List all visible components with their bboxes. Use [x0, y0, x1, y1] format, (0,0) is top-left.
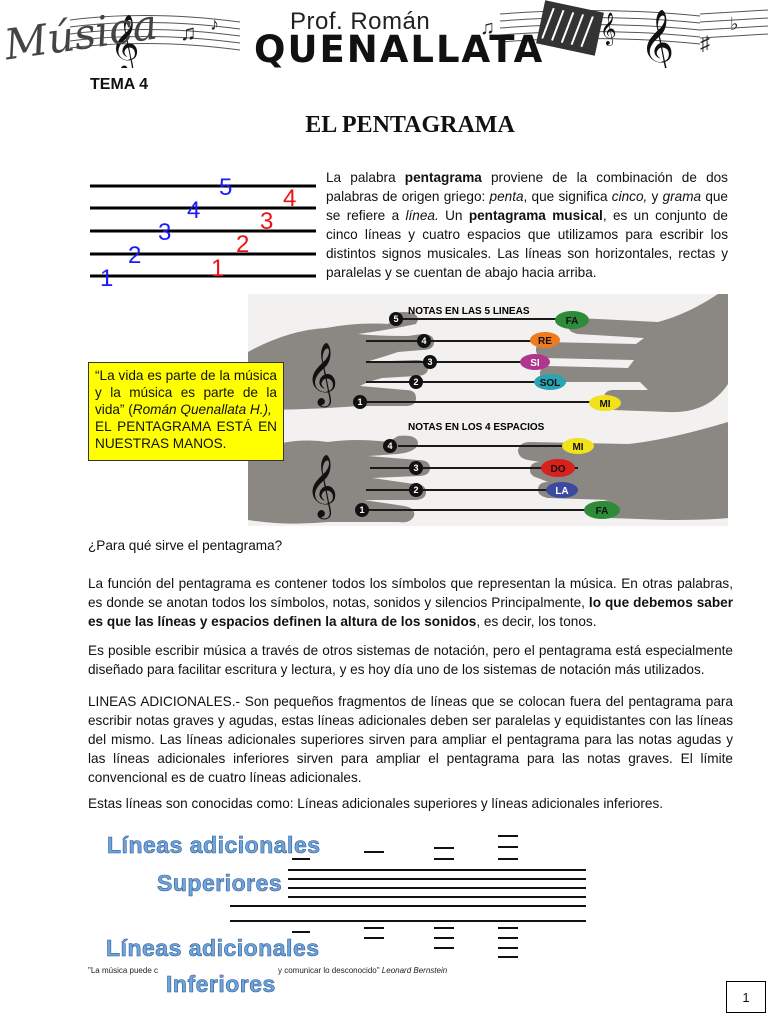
- page-number: 1: [726, 981, 766, 1013]
- line-number-badge: 3: [427, 357, 432, 367]
- space-number-badge: 1: [359, 505, 364, 515]
- staff-line-number: 2: [128, 242, 141, 269]
- function-paragraph: La función del pentagrama es contener to…: [88, 576, 733, 629]
- line-number-badge: 5: [393, 314, 398, 324]
- note-label: RE: [538, 336, 552, 347]
- lower-ledger-lines: [364, 927, 518, 958]
- note-label: SOL: [540, 378, 561, 389]
- space-number-badge: 3: [413, 463, 418, 473]
- svg-text:♫: ♫: [180, 20, 197, 45]
- staff-line-number: 1: [100, 265, 113, 292]
- line-number-badge: 4: [421, 336, 426, 346]
- page-title: EL PENTAGRAMA: [305, 112, 515, 138]
- svg-text:𝄞: 𝄞: [600, 12, 617, 46]
- topic-number: TEMA 4: [90, 76, 149, 93]
- note-label: MI: [599, 399, 610, 410]
- note-label: DO: [551, 464, 566, 475]
- lower-ledger-label-line1: Líneas adicionales: [106, 935, 320, 962]
- accordion-icon: [536, 0, 604, 56]
- treble-clef-icon: 𝄞: [110, 14, 140, 68]
- question-heading: ¿Para qué sirve el pentagrama?: [88, 538, 283, 553]
- quote-box: “La vida es parte de la música y la músi…: [88, 362, 284, 461]
- ledger-lines-diagram: [230, 835, 586, 933]
- svg-text:♭: ♭: [730, 14, 739, 34]
- svg-text:♯: ♯: [700, 33, 710, 55]
- space-number-badge: 4: [387, 441, 392, 451]
- note-label: MI: [572, 442, 583, 453]
- note-label: LA: [555, 486, 568, 497]
- treble-clef-icon-lower: 𝄞: [306, 454, 338, 520]
- note-label: FA: [596, 506, 609, 517]
- lower-ledger-label-line2: Inferiores: [166, 971, 276, 998]
- treble-clef-icon-upper: 𝄞: [306, 342, 338, 408]
- lines-title: NOTAS EN LAS 5 LINEAS: [408, 306, 530, 317]
- note-label: FA: [566, 316, 579, 327]
- header-surname: QUENALLATA: [254, 28, 545, 71]
- page-header: 𝄞 𝄞 𝄞 ♫ ♪ ♫ ♯ ♭ Música Prof. Román QUENA…: [0, 0, 768, 71]
- staff-diagram: 1 2 3 4 5 1 2 3 4: [90, 174, 316, 292]
- svg-text:♪: ♪: [210, 14, 219, 34]
- staff-space-number: 1: [211, 255, 224, 282]
- line-number-badge: 2: [413, 377, 418, 387]
- header-prof-name: Prof. Román: [290, 8, 431, 35]
- note-label: SI: [530, 358, 540, 369]
- staff-line-number: 5: [219, 174, 232, 201]
- staff-space-number: 3: [260, 208, 273, 235]
- line-number-badge: 1: [357, 397, 362, 407]
- upper-ledger-label-line1: Líneas adicionales: [107, 832, 321, 859]
- staff-line-number: 4: [187, 197, 200, 224]
- spaces-title: NOTAS EN LOS 4 ESPACIOS: [408, 422, 545, 433]
- ledger-lines-paragraph: LINEAS ADICIONALES.- Son pequeños fragme…: [88, 694, 733, 785]
- staff-space-number: 4: [283, 185, 296, 212]
- space-number-badge: 2: [413, 485, 418, 495]
- notation-paragraph: Es posible escribir música a través de o…: [88, 643, 733, 677]
- staff-line-number: 3: [158, 219, 171, 246]
- ledger-types-sentence: Estas líneas son conocidas como: Líneas …: [88, 796, 664, 811]
- hands-staff-image: 𝄞 NOTAS EN LAS 5 LINEAS 5 4 3 2 1 FA RE …: [248, 294, 728, 526]
- header-decoration: 𝄞 𝄞 𝄞 ♫ ♪ ♫ ♯ ♭: [69, 0, 768, 68]
- upper-ledger-label-line2: Superiores: [157, 870, 283, 897]
- svg-text:♫: ♫: [480, 17, 495, 39]
- staff-space-number: 2: [236, 231, 249, 258]
- treble-clef-icon-right: 𝄞: [640, 8, 674, 68]
- intro-paragraph: La palabra pentagrama proviene de la com…: [326, 170, 728, 280]
